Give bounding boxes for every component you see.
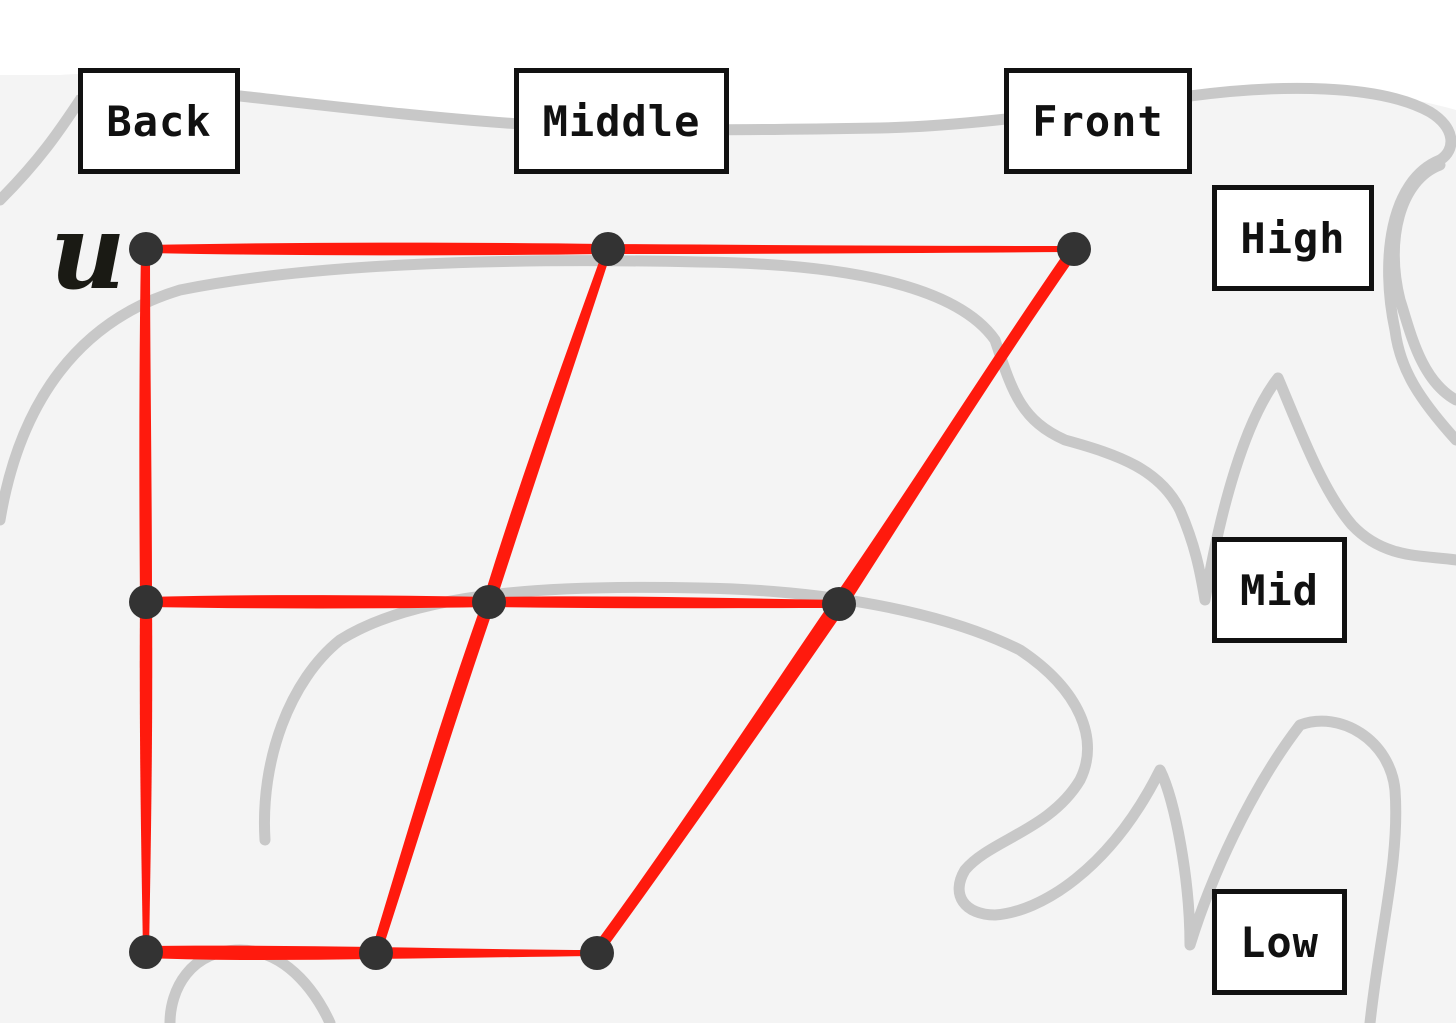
- edge-middle-high-mid: [483, 248, 612, 604]
- node-low-front[interactable]: [580, 936, 614, 970]
- edge-front-high-mid: [832, 246, 1079, 608]
- edges: [139, 242, 1079, 960]
- row-label-high: High: [1212, 185, 1374, 291]
- edge-mid-middle-front: [489, 596, 839, 609]
- background-blob-top: [0, 74, 1456, 1023]
- edge-mid-back-middle: [146, 595, 489, 609]
- row-label-low: Low: [1212, 889, 1347, 995]
- row-label-mid: Mid: [1212, 537, 1347, 643]
- background-outline-right: [1388, 159, 1456, 406]
- edge-high-middle-front: [608, 244, 1074, 254]
- corner-letter-u: u: [50, 190, 126, 313]
- column-label-middle: Middle: [514, 68, 729, 174]
- edge-front-mid-low: [592, 600, 846, 954]
- node-mid-front[interactable]: [822, 587, 856, 621]
- edge-back-mid-low: [139, 602, 153, 952]
- node-mid-back[interactable]: [129, 585, 163, 619]
- node-high-middle[interactable]: [591, 232, 625, 266]
- column-label-front: Front: [1004, 68, 1192, 174]
- node-high-front[interactable]: [1057, 232, 1091, 266]
- background-outline-middle: [0, 255, 1456, 606]
- edge-back-high-mid: [139, 249, 152, 602]
- edge-high-back-middle: [146, 242, 608, 256]
- column-label-back: Back: [78, 68, 240, 174]
- node-low-middle[interactable]: [359, 936, 393, 970]
- edge-middle-mid-low: [371, 600, 495, 954]
- edge-low-middle-front: [376, 947, 597, 959]
- node-high-back[interactable]: [129, 232, 163, 266]
- node-low-back[interactable]: [129, 935, 163, 969]
- nodes: [129, 232, 1091, 970]
- edge-low-back-middle: [146, 945, 376, 960]
- node-mid-middle[interactable]: [472, 585, 506, 619]
